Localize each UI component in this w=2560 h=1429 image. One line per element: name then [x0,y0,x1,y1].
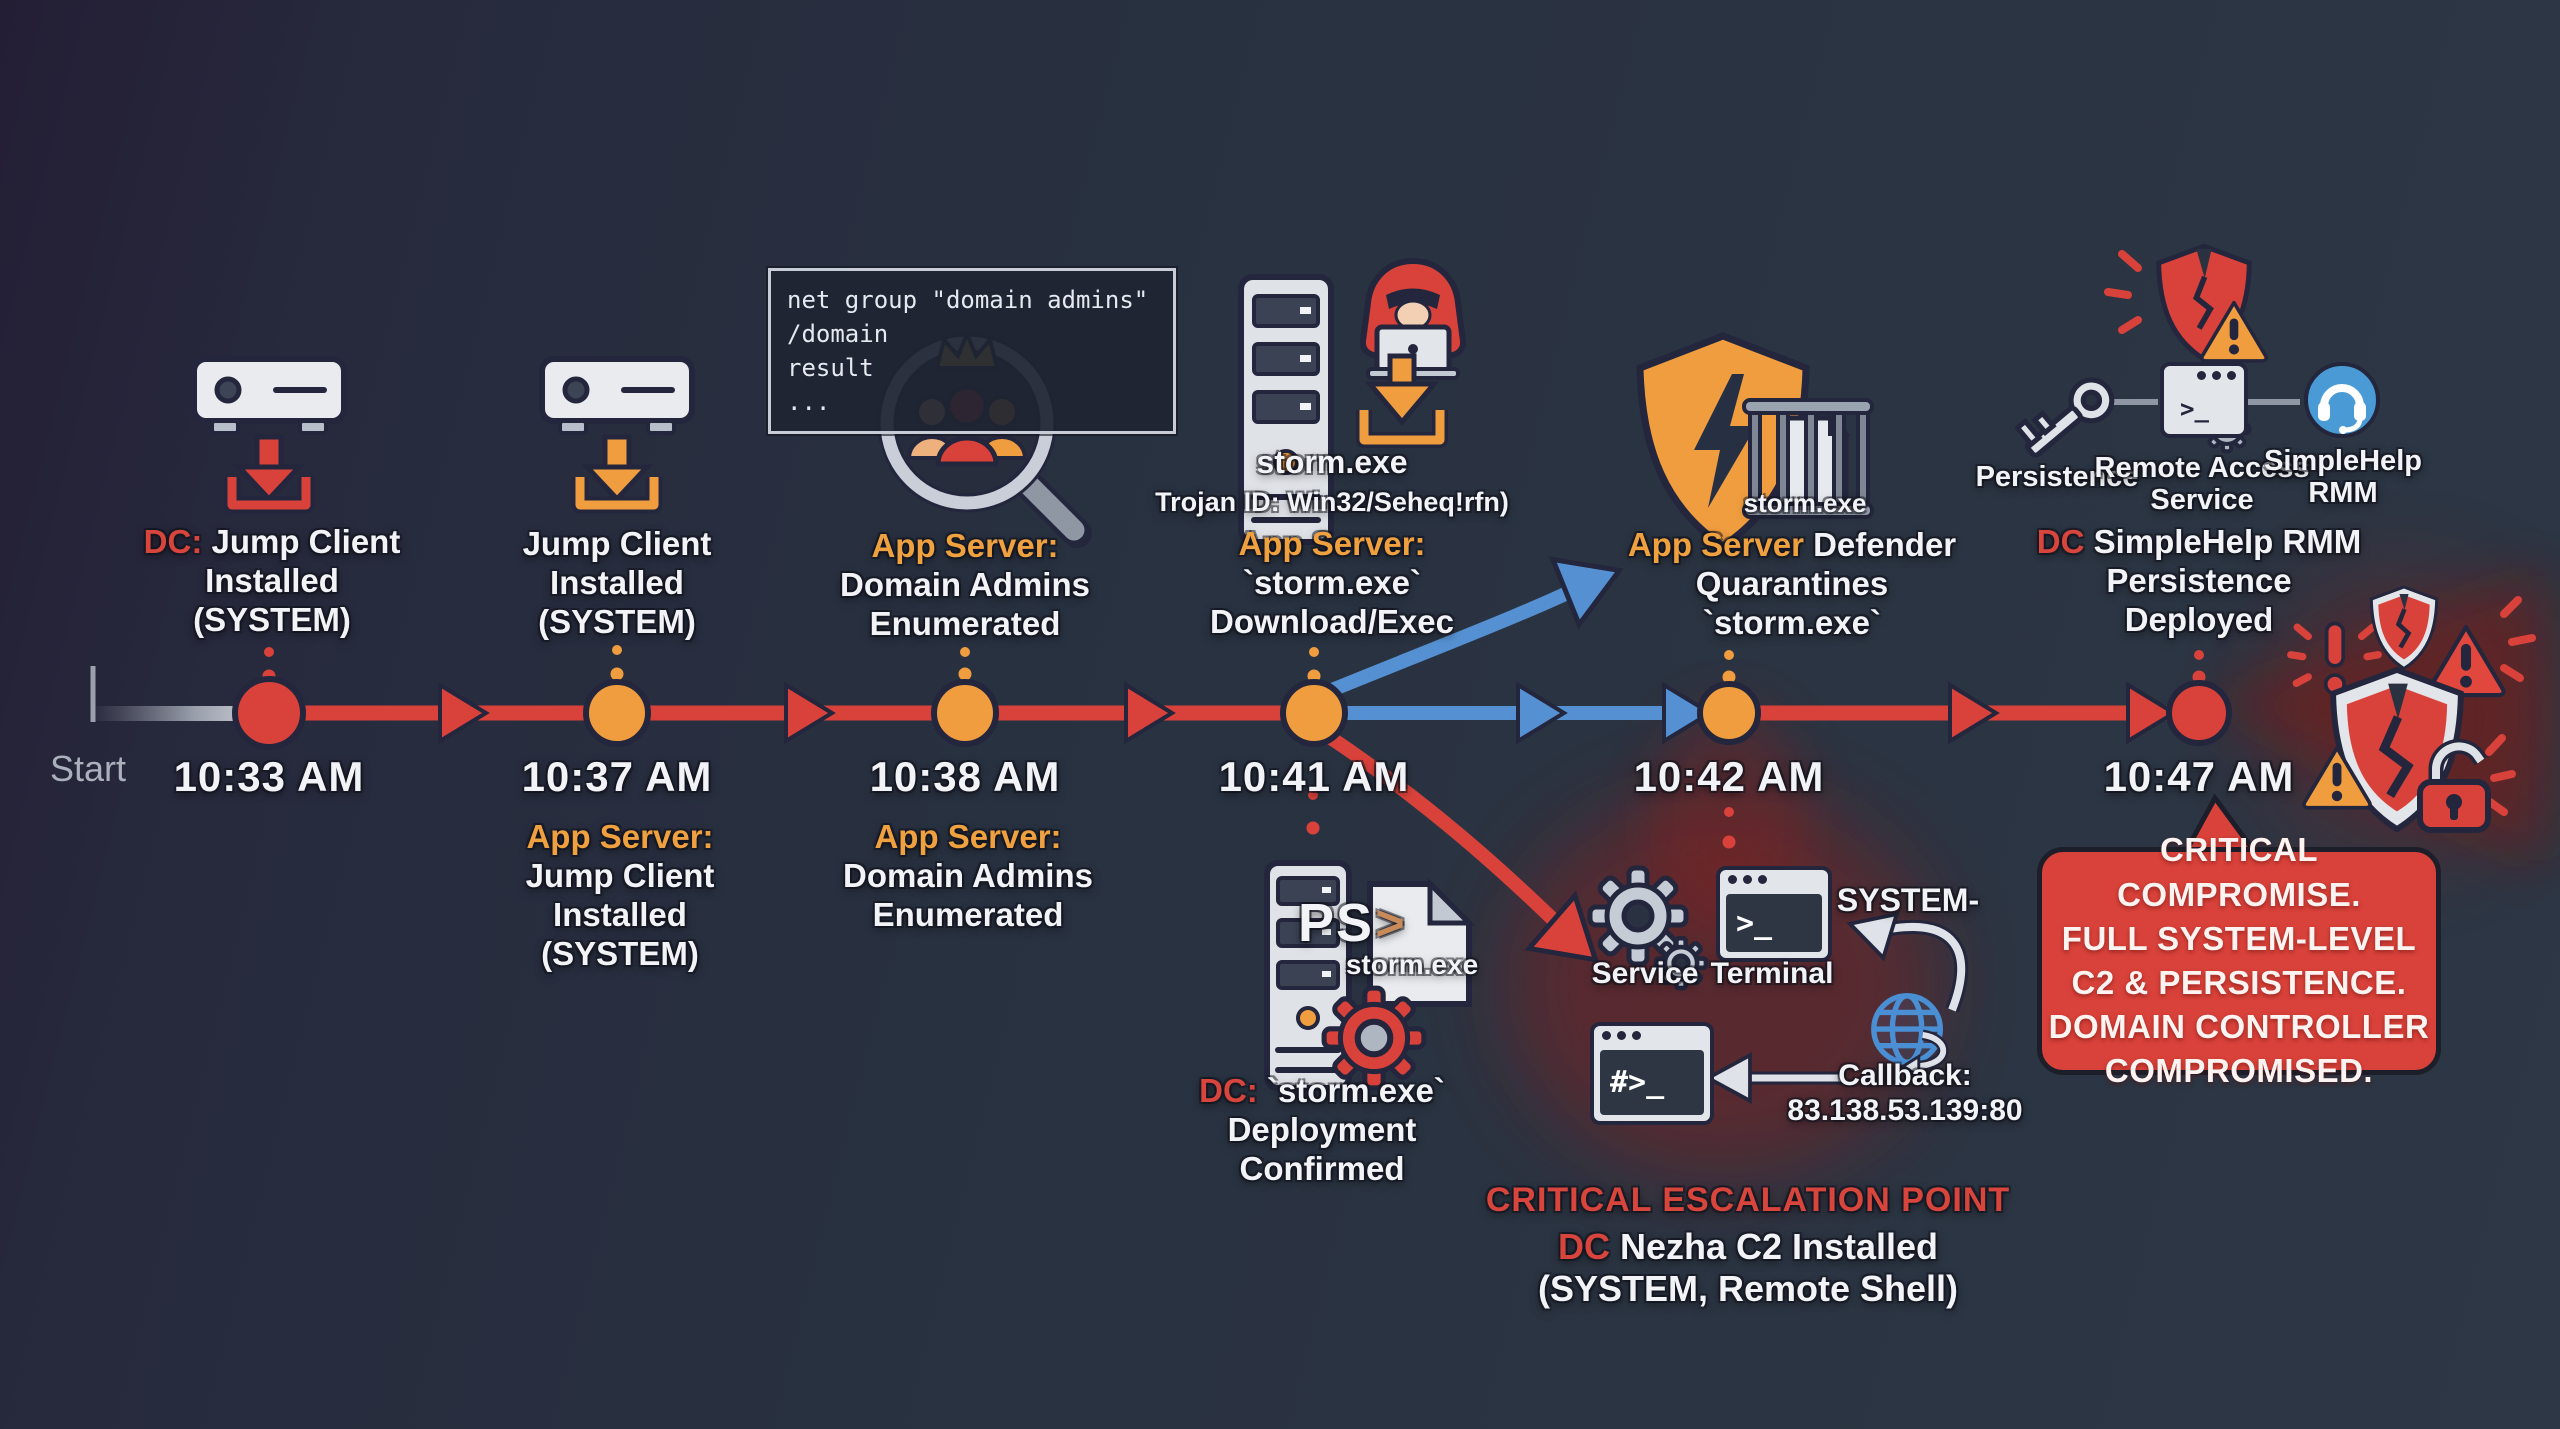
host-prefix: DC: [143,523,203,560]
trojan-id-caption: Trojan ID: Win32/Seheq!rfn) [1155,487,1509,517]
malware-file-caption: storm.exe [1256,444,1408,480]
callback-arrows [1704,911,1969,1105]
warning-triangle-icon [2302,746,2372,810]
persistence-label: Persistence [1975,461,2139,493]
event-1042-label: App Server Defender Quarantines `storm.e… [1627,526,1957,641]
cage-file-caption: storm.exe [1743,488,1867,518]
node-1041 [1280,679,1348,747]
lead-in-line [95,706,275,721]
simplehelp-rmm-label: SimpleHelp RMM [2264,445,2422,510]
host-prefix: App Server: [874,818,1062,855]
terminal-prompt: >_ [1726,894,1822,952]
escalation-label: DC Nezha C2 Installed (SYSTEM, Remote Sh… [1537,1226,1959,1310]
ps-arrow-glyph: > [1375,895,1405,951]
command-box: net group "domain admins" /domain result… [768,268,1176,435]
callback-caption: Callback: 83.138.53.139:80 [1787,1059,2023,1128]
terminal-window-icon: >_ [1716,866,1832,962]
event-1038-time: 10:38 AM [869,753,1061,800]
host-prefix: App Server: [871,527,1059,564]
host-prefix: DC [1557,1226,1610,1267]
node-1037 [583,679,651,747]
terminal-label: Terminal [1710,957,1834,990]
timeline-start-label: Start [49,748,127,789]
host-prefix: App Server [1627,526,1804,563]
quarantine-cage-icon [1742,398,1874,519]
red-arrowheads [438,681,2178,745]
host-prefix: App Server: [526,818,714,855]
alert-exclamation-icon [2287,621,2382,696]
host-prefix: DC: [1199,1072,1258,1109]
host-prefix: App Server: [1238,525,1426,562]
event-1041-time: 10:41 AM [1218,753,1410,800]
event-1037-label: Jump Client Installed (SYSTEM) [522,525,712,640]
hacker-icon [1359,257,1467,380]
service-gears-icon [1587,865,1709,991]
critical-compromise-callout: CRITICAL COMPROMISE. FULL SYSTEM-LEVEL C… [2037,831,2441,1089]
console-prompt: #>_ [1600,1050,1704,1115]
escalation-title: CRITICAL ESCALATION POINT [1485,1181,2011,1219]
event-1037-sublabel: App Server:Jump Client Installed (SYSTEM… [525,818,715,972]
event-1038-label: App Server:Domain Admins Enumerated [840,527,1090,642]
event-1042-time: 10:42 AM [1633,753,1825,800]
event-1041-sublabel: DC: `storm.exe` Deployment Confirmed [1199,1072,1445,1187]
console-window-icon: #>_ [1590,1022,1714,1125]
service-label: Service [1591,957,1699,990]
ps-badge: PS [1297,893,1375,953]
event-1038-sublabel: App Server:Domain Admins Enumerated [843,818,1093,933]
alert-rays [2104,250,2536,816]
event-1033-time: 10:33 AM [173,753,365,800]
system-caption: SYSTEM- [1836,882,1980,918]
jump-client-device-icon [539,356,695,514]
event-1037-time: 10:37 AM [521,753,713,800]
ps-file-icon [1367,877,1476,1007]
persistence-key-icon [2013,377,2115,458]
remote-access-label: Remote Access Service [2094,452,2310,517]
host-prefix: DC [2036,523,2085,560]
node-1033 [232,676,306,750]
node-1042 [1697,681,1761,745]
remote-access-window-icon: >_ [2160,362,2248,438]
download-arrow-icon [1356,353,1448,448]
server-tower-icon [1238,274,1334,545]
blue-arrowheads [1516,681,1714,745]
ps-file-caption: storm.exe [1345,949,1479,980]
remote-access-prompt: >_ [2170,390,2238,428]
open-padlock-icon [2417,738,2491,833]
event-1041-label: App Server:`storm.exe` Download/Exec [1210,525,1454,640]
jump-client-device-icon [191,356,347,514]
broken-shield-icon [2369,585,2439,671]
event-1047-label: DC SimpleHelp RMM Persistence Deployed [2036,523,2362,638]
deployment-gear-icon [1321,985,1427,1091]
node-1038 [931,679,999,747]
event-1033-label: DC: Jump Client Installed (SYSTEM) [143,523,401,638]
simplehelp-headset-icon [2304,362,2380,438]
warning-triangle-icon [2199,300,2269,363]
command-text: net group "domain admins" /domain result… [787,286,1149,417]
event-1047-time: 10:47 AM [2103,753,2295,800]
red-branch-down [1318,726,1575,941]
callback-globe-icon [1871,993,1949,1079]
timeline-nodes [232,676,2232,750]
node-1047 [2166,680,2232,746]
